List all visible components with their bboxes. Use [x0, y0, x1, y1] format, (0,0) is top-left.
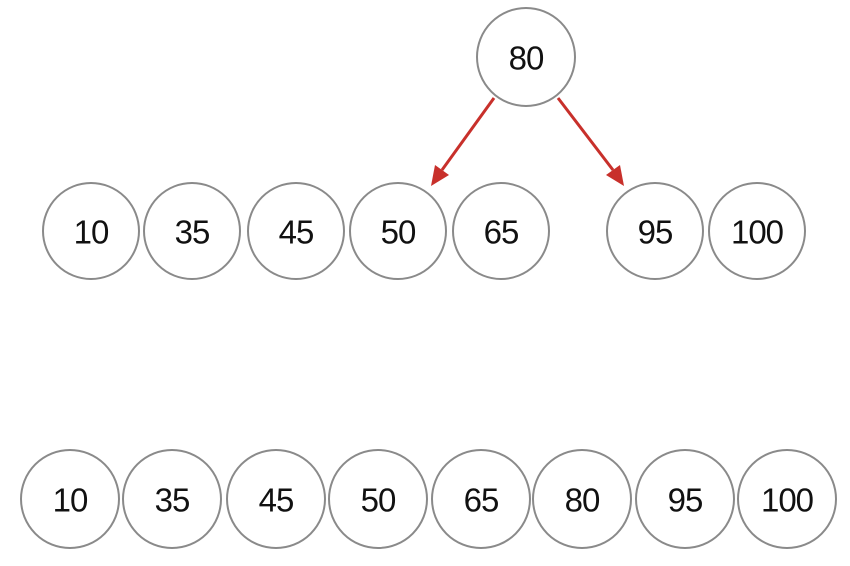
right-node: 95: [606, 182, 704, 280]
left-node: 10: [42, 182, 140, 280]
merged-node-label: 80: [565, 482, 600, 519]
merged-node-label: 65: [464, 482, 499, 519]
left-node: 50: [349, 182, 447, 280]
merged-node: 80: [532, 449, 632, 549]
root-node-label: 80: [509, 40, 544, 77]
merged-node-label: 45: [259, 482, 294, 519]
right-node-label: 100: [731, 214, 784, 251]
merged-node: 100: [737, 449, 837, 549]
left-node: 45: [247, 182, 345, 280]
arrow-root-to-right: [556, 97, 624, 186]
merged-node: 95: [635, 449, 735, 549]
merged-node: 65: [431, 449, 531, 549]
left-node: 35: [143, 182, 241, 280]
merged-node: 45: [226, 449, 326, 549]
right-node: 100: [708, 182, 806, 280]
arrow-root-to-left: [431, 97, 496, 186]
root-node: 80: [476, 7, 576, 107]
right-node-label: 95: [638, 214, 673, 251]
merged-node: 10: [20, 449, 120, 549]
left-node-label: 65: [484, 214, 519, 251]
merged-node-label: 35: [155, 482, 190, 519]
merged-node-label: 50: [361, 482, 396, 519]
merged-node-label: 100: [761, 482, 814, 519]
merged-node-label: 10: [53, 482, 88, 519]
merged-node: 35: [122, 449, 222, 549]
left-node-label: 45: [279, 214, 314, 251]
merged-row: 10 35 45 50 65 80 95 100: [20, 449, 837, 549]
merged-node-label: 95: [668, 482, 703, 519]
merged-node: 50: [328, 449, 428, 549]
left-node-label: 50: [381, 214, 416, 251]
right-group: 95 100: [606, 182, 806, 280]
left-node-label: 10: [74, 214, 109, 251]
left-node-label: 35: [175, 214, 210, 251]
left-group: 10 35 45 50 65: [42, 182, 550, 280]
left-node: 65: [452, 182, 550, 280]
